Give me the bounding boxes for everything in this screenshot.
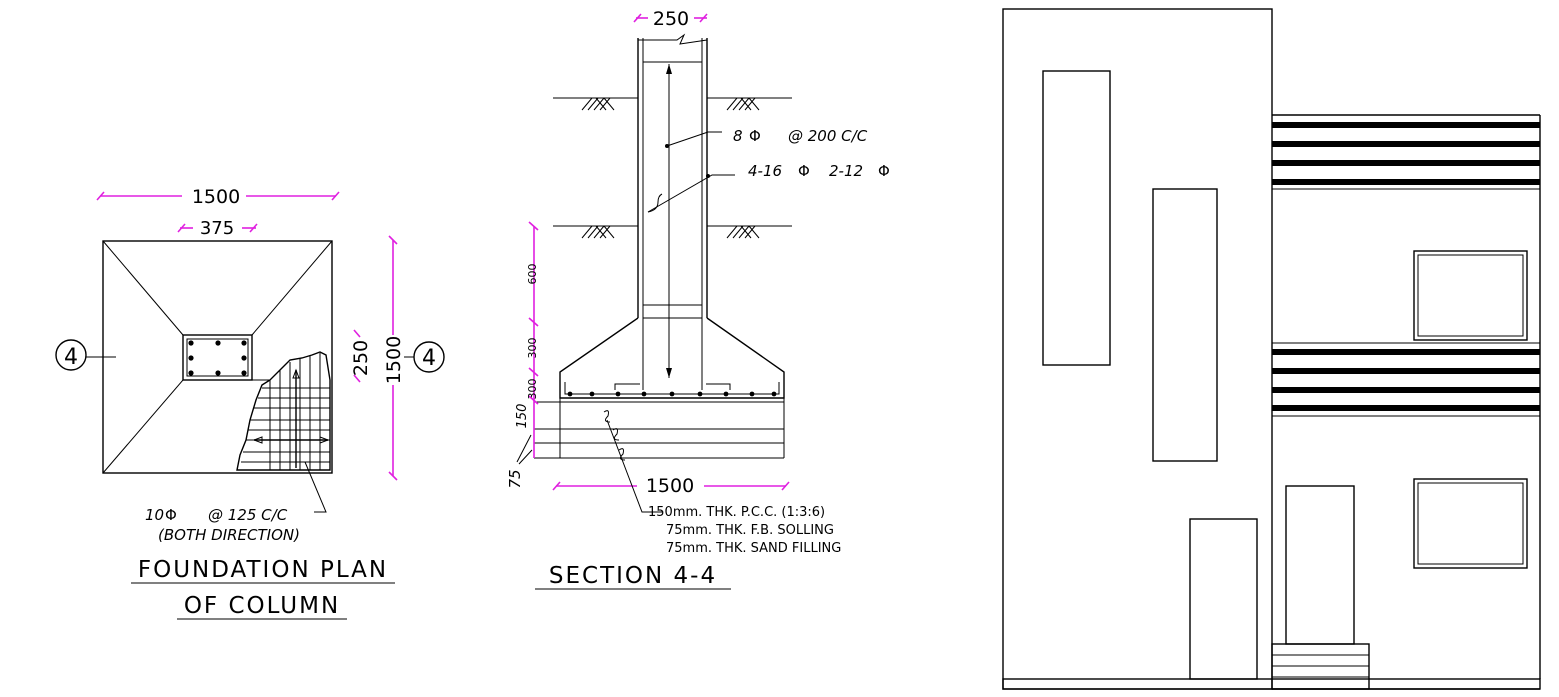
svg-text:@ 125 C/C: @ 125 C/C (208, 506, 288, 524)
building-elevation (1002, 8, 1541, 690)
svg-text:4: 4 (64, 345, 78, 370)
plan-title-line2: OF COLUMN (184, 593, 340, 619)
svg-text:300: 300 (526, 379, 539, 400)
section-width-label: 1500 (646, 475, 694, 497)
plan-column-label: 375 (200, 218, 234, 239)
svg-text:8: 8 (733, 127, 743, 145)
svg-text:(BOTH DIRECTION): (BOTH DIRECTION) (158, 526, 300, 544)
svg-text:2-12: 2-12 (829, 162, 863, 180)
section-column-label: 250 (653, 8, 689, 30)
foundation-plan: 1500 375 (55, 186, 445, 620)
section-depth-dimensions: 600 300 300 150 75 (506, 221, 539, 489)
elevation-louvers-top (1272, 122, 1540, 190)
elevation-window-upper (1413, 250, 1528, 341)
rebar-mesh-cutaway (236, 351, 331, 471)
plan-width-dimension: 1500 (96, 186, 340, 208)
svg-text:300: 300 (526, 338, 539, 359)
elevation-window-lower (1413, 478, 1528, 569)
svg-text:75: 75 (506, 469, 524, 488)
section-title: SECTION 4-4 (549, 563, 717, 589)
plan-column-dimension: 375 (177, 218, 258, 239)
svg-text:75mm. THK. SAND FILLING: 75mm. THK. SAND FILLING (666, 541, 841, 556)
elevation-slot-window-1 (1042, 70, 1111, 366)
svg-text:4: 4 (422, 346, 436, 371)
section-width-dimension: 1500 (552, 475, 790, 497)
elevation-door-right (1285, 485, 1355, 645)
svg-text:@ 200 C/C: @ 200 C/C (788, 127, 868, 145)
footing-section (559, 317, 785, 399)
svg-text:10: 10 (145, 506, 164, 524)
section-layer-notes: 150mm. THK. P.C.C. (1:3:6) 75mm. THK. F.… (648, 505, 841, 556)
column-rebar-dots (188, 340, 247, 376)
bar-dia-icon: Φ (878, 162, 890, 180)
section-column-dimension: 250 (633, 8, 708, 30)
ground-level-upper (553, 97, 792, 111)
ground-level-lower (553, 225, 792, 239)
footing-outline (102, 240, 333, 474)
section-marker-left: 4 (55, 339, 116, 371)
plan-height-label: 1500 (383, 336, 405, 384)
svg-text:75mm. THK. F.B. SOLLING: 75mm. THK. F.B. SOLLING (666, 523, 834, 538)
column-outline (182, 334, 253, 381)
svg-text:150: 150 (515, 404, 530, 429)
bar-dia-icon: Φ (749, 127, 761, 145)
elevation-slot-window-2 (1152, 188, 1218, 462)
svg-text:600: 600 (526, 264, 539, 285)
elevation-steps (1271, 643, 1370, 690)
svg-text:150mm. THK. P.C.C. (1:3:6): 150mm. THK. P.C.C. (1:3:6) (648, 505, 825, 520)
elevation-louvers-middle (1272, 342, 1540, 417)
plan-width-label: 1500 (192, 186, 240, 208)
plan-rebar-note: 10 Φ @ 125 C/C (BOTH DIRECTION) (145, 506, 300, 544)
section-marker-right: 4 (404, 341, 445, 373)
section-rebar-notes: 8 Φ @ 200 C/C 4-16 Φ 2-12 Φ (733, 127, 890, 180)
footing-rebar-dots (567, 391, 777, 397)
plan-height-dimension: 1500 (383, 235, 405, 481)
plan-column-depth-label: 250 (350, 340, 372, 376)
plan-title-line1: FOUNDATION PLAN (138, 557, 388, 583)
plan-column-depth-dimension: 250 (350, 329, 372, 383)
elevation-door-left (1189, 518, 1258, 680)
bar-dia-icon: Φ (165, 506, 177, 524)
section-4-4: 250 (506, 8, 890, 590)
bar-dia-icon: Φ (798, 162, 810, 180)
svg-text:4-16: 4-16 (748, 162, 782, 180)
